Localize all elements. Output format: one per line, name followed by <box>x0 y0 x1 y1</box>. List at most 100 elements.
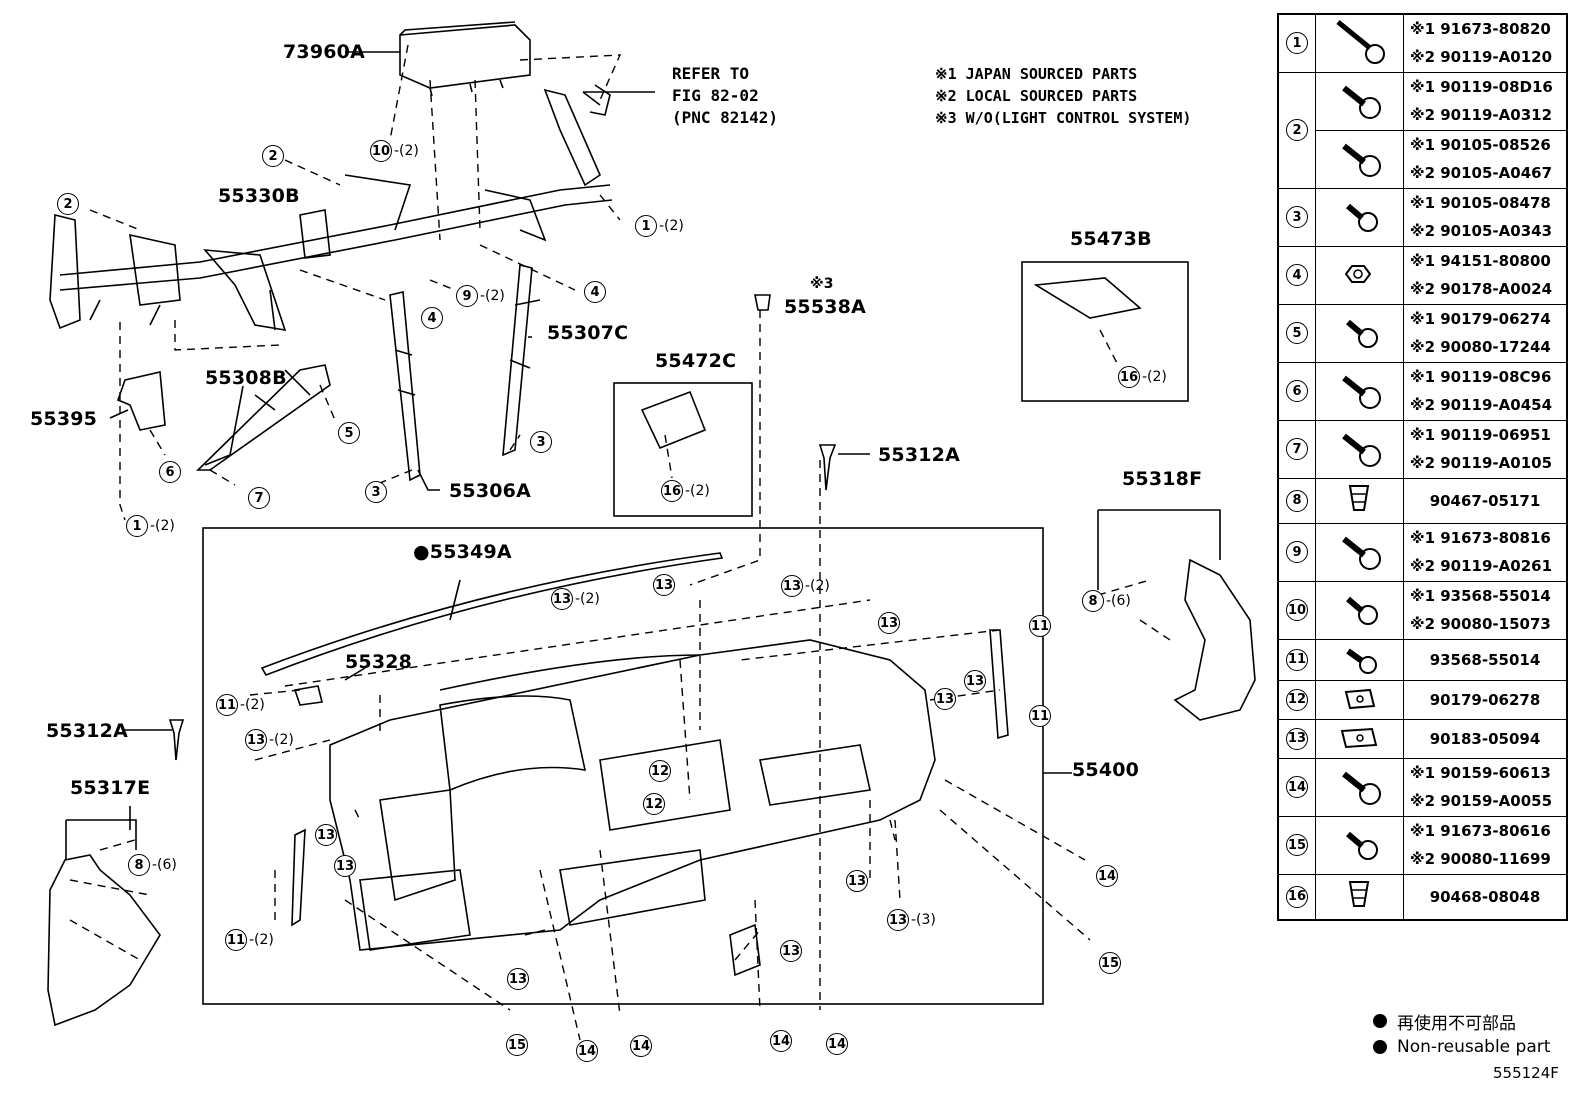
callout-2: 2 <box>262 145 286 167</box>
part-number: 90183-05094 <box>1429 729 1541 748</box>
part-number: ※1 91673-80616 <box>1410 822 1551 840</box>
row-index: 3 <box>1286 206 1308 228</box>
part-number: ※2 90119-A0454 <box>1410 396 1553 414</box>
row-index: 15 <box>1286 834 1308 856</box>
callout-13: 13 <box>878 612 902 634</box>
row-index: 12 <box>1286 688 1308 711</box>
callout-13: 13 <box>846 870 870 892</box>
flange-bolt-icon <box>1341 536 1381 570</box>
callout-11: 11-(2) <box>225 929 274 951</box>
non-reusable-dot-icon <box>1373 1040 1387 1054</box>
table-row: 12 90179-06278 <box>1277 679 1568 720</box>
part-number: ※2 90080-15073 <box>1410 615 1551 633</box>
label-55308b: 55308B <box>205 367 287 389</box>
callout-2: 2 <box>57 193 81 215</box>
part-number: ※1 90119-08D16 <box>1410 78 1553 96</box>
plug-55538a-drawing <box>754 294 771 311</box>
table-row: 14 ※1 90159-60613※2 90159-A0055 <box>1277 757 1568 817</box>
clip-icon <box>1348 484 1369 511</box>
sourcing-notes: ※1 JAPAN SOURCED PARTS ※2 LOCAL SOURCED … <box>935 63 1191 129</box>
row-index: 11 <box>1286 648 1308 671</box>
label-55330b: 55330B <box>218 185 300 207</box>
part-number: ※1 93568-55014 <box>1410 587 1551 605</box>
callout-13: 13-(2) <box>551 588 600 610</box>
table-row: 10 ※1 93568-55014※2 90080-15073 <box>1277 580 1568 640</box>
row-index: 6 <box>1286 380 1308 402</box>
spring-nut-icon <box>1340 727 1377 748</box>
part-number: ※1 94151-80800 <box>1410 252 1551 270</box>
callout-14: 14 <box>826 1033 850 1055</box>
callout-6: 6 <box>159 461 183 483</box>
part-number: ※2 90178-A0024 <box>1410 280 1553 298</box>
part-number: ※2 90119-A0120 <box>1410 48 1553 67</box>
refer-line-2: FIG 82-02 <box>672 86 759 105</box>
refer-line-1: REFER TO <box>672 64 750 83</box>
brace-55308b-drawing <box>196 364 331 471</box>
row-index: 8 <box>1286 489 1308 512</box>
callout-3: 3 <box>365 481 389 503</box>
label-55318f: 55318F <box>1122 468 1203 490</box>
label-55349a: ●55349A <box>413 541 512 563</box>
box-55400 <box>202 527 1044 1005</box>
brace-55306a-drawing <box>389 291 421 482</box>
row-index: 5 <box>1286 322 1308 344</box>
parts-table: 1 ※1 91673-80820※2 90119-A0120 2 ※1 9011… <box>1277 13 1568 921</box>
callout-16: 16-(2) <box>1118 366 1167 388</box>
row-index: 1 <box>1286 32 1308 55</box>
table-row: 16 90468-08048 <box>1277 873 1568 920</box>
part-number: 93568-55014 <box>1429 650 1541 669</box>
callout-9: 9-(2) <box>456 285 505 307</box>
label-55400: 55400 <box>1072 759 1140 781</box>
callout-13: 13 <box>964 670 988 692</box>
brace-55307c-drawing <box>502 263 541 457</box>
label-55472c: 55472C <box>655 350 737 372</box>
callout-12: 12 <box>649 760 673 782</box>
callout-5: 5 <box>338 422 362 444</box>
callout-14: 14 <box>1096 865 1120 887</box>
label-55473b: 55473B <box>1070 228 1152 250</box>
flange-bolt-icon <box>1341 375 1381 409</box>
callout-15: 15 <box>506 1034 530 1056</box>
callout-8: 8-(6) <box>1082 590 1131 612</box>
table-row: 11 93568-55014 <box>1277 638 1568 681</box>
label-55395: 55395 <box>30 408 98 430</box>
callout-3: 3 <box>530 431 554 453</box>
table-row: 13 90183-05094 <box>1277 718 1568 759</box>
table-row: 9 ※1 91673-80816※2 90119-A0261 <box>1277 522 1568 582</box>
part-number: ※2 90105-A0343 <box>1410 222 1553 240</box>
part-number: ※2 90119-A0261 <box>1410 557 1553 575</box>
table-row: 5 ※1 90179-06274※2 90080-17244 <box>1277 303 1568 363</box>
callout-13: 13 <box>653 574 677 596</box>
part-number: ※1 90105-08478 <box>1410 194 1551 212</box>
table-row: ※1 90105-08526※2 90105-A0467 <box>1278 129 1568 189</box>
label-55538a-note: ※3 <box>810 276 834 292</box>
callout-14: 14 <box>770 1030 794 1052</box>
refer-line-3: (PNC 82142) <box>672 108 778 127</box>
callout-13: 13 <box>507 968 531 990</box>
long-bolt-icon <box>1335 20 1385 65</box>
refer-note: REFER TO FIG 82-02 (PNC 82142) <box>672 63 778 129</box>
panel-55328-drawing <box>293 685 323 706</box>
callout-1: 1-(2) <box>126 515 175 537</box>
callout-14: 14 <box>576 1040 600 1062</box>
label-55307c: 55307C <box>547 322 629 344</box>
nut-icon <box>1344 265 1371 283</box>
part-number: ※1 90159-60613 <box>1410 764 1551 782</box>
callout-13: 13 <box>934 688 958 710</box>
table-row: 15 ※1 91673-80616※2 90080-11699 <box>1277 815 1568 875</box>
callout-12: 12 <box>643 793 667 815</box>
label-55328: 55328 <box>345 651 413 673</box>
short-bolt-icon <box>1345 648 1377 674</box>
table-row: 2 ※1 90119-08D16※2 90119-A0312 <box>1277 71 1568 189</box>
table-row: 1 ※1 91673-80820※2 90119-A0120 <box>1277 13 1568 73</box>
callout-8: 8-(6) <box>128 854 177 876</box>
part-number: ※2 90119-A0312 <box>1410 106 1553 124</box>
table-row: 6 ※1 90119-08C96※2 90119-A0454 <box>1277 361 1568 421</box>
callout-7: 7 <box>248 487 272 509</box>
callout-4: 4 <box>584 281 608 303</box>
part-number: ※1 90179-06274 <box>1410 310 1551 328</box>
part-number: ※1 90105-08526 <box>1410 136 1551 154</box>
callout-13: 13 <box>315 824 339 846</box>
callout-13: 13 <box>334 855 358 877</box>
row-index: 4 <box>1286 264 1308 286</box>
